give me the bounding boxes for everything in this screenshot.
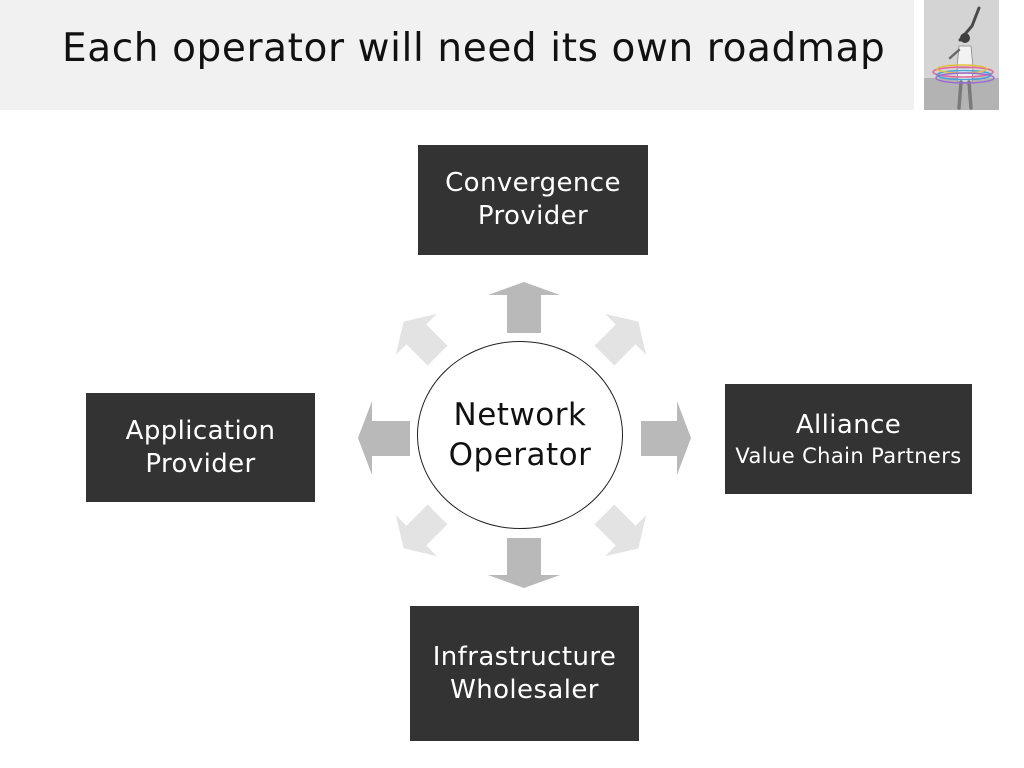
slide-title: Each operator will need its own roadmap bbox=[62, 26, 886, 71]
box-bottom-line1: Infrastructure bbox=[432, 641, 617, 672]
arrow-down-right-icon bbox=[594, 504, 647, 557]
box-right-line2: Value Chain Partners bbox=[735, 443, 962, 468]
convergence-provider-box: Convergence Provider bbox=[418, 145, 648, 255]
woman-hula-hoop-photo-icon bbox=[924, 0, 999, 110]
arrow-left-icon bbox=[358, 401, 410, 475]
box-right-line1: Alliance bbox=[795, 409, 902, 440]
box-bottom-line2: Wholesaler bbox=[450, 674, 599, 705]
box-left-line1: Application bbox=[125, 415, 276, 446]
title-banner: Each operator will need its own roadmap bbox=[0, 0, 914, 110]
box-left-line2: Provider bbox=[145, 448, 256, 479]
infrastructure-wholesaler-box: Infrastructure Wholesaler bbox=[410, 606, 639, 741]
arrow-right-icon bbox=[641, 401, 691, 475]
box-top-line1: Convergence bbox=[445, 168, 621, 198]
alliance-box: Alliance Value Chain Partners bbox=[725, 384, 972, 494]
hub-label-line2: Operator bbox=[448, 437, 592, 473]
arrow-up-right-icon bbox=[594, 313, 647, 366]
application-provider-box: Application Provider bbox=[86, 393, 315, 502]
hub-label-line1: Network bbox=[453, 397, 587, 433]
arrow-up-icon bbox=[488, 282, 560, 333]
arrow-down-icon bbox=[488, 538, 560, 588]
network-operator-hub: Network Operator bbox=[417, 341, 623, 529]
arrow-up-left-icon bbox=[395, 313, 448, 366]
box-top-line2: Provider bbox=[477, 201, 589, 231]
arrow-down-left-icon bbox=[395, 504, 448, 557]
